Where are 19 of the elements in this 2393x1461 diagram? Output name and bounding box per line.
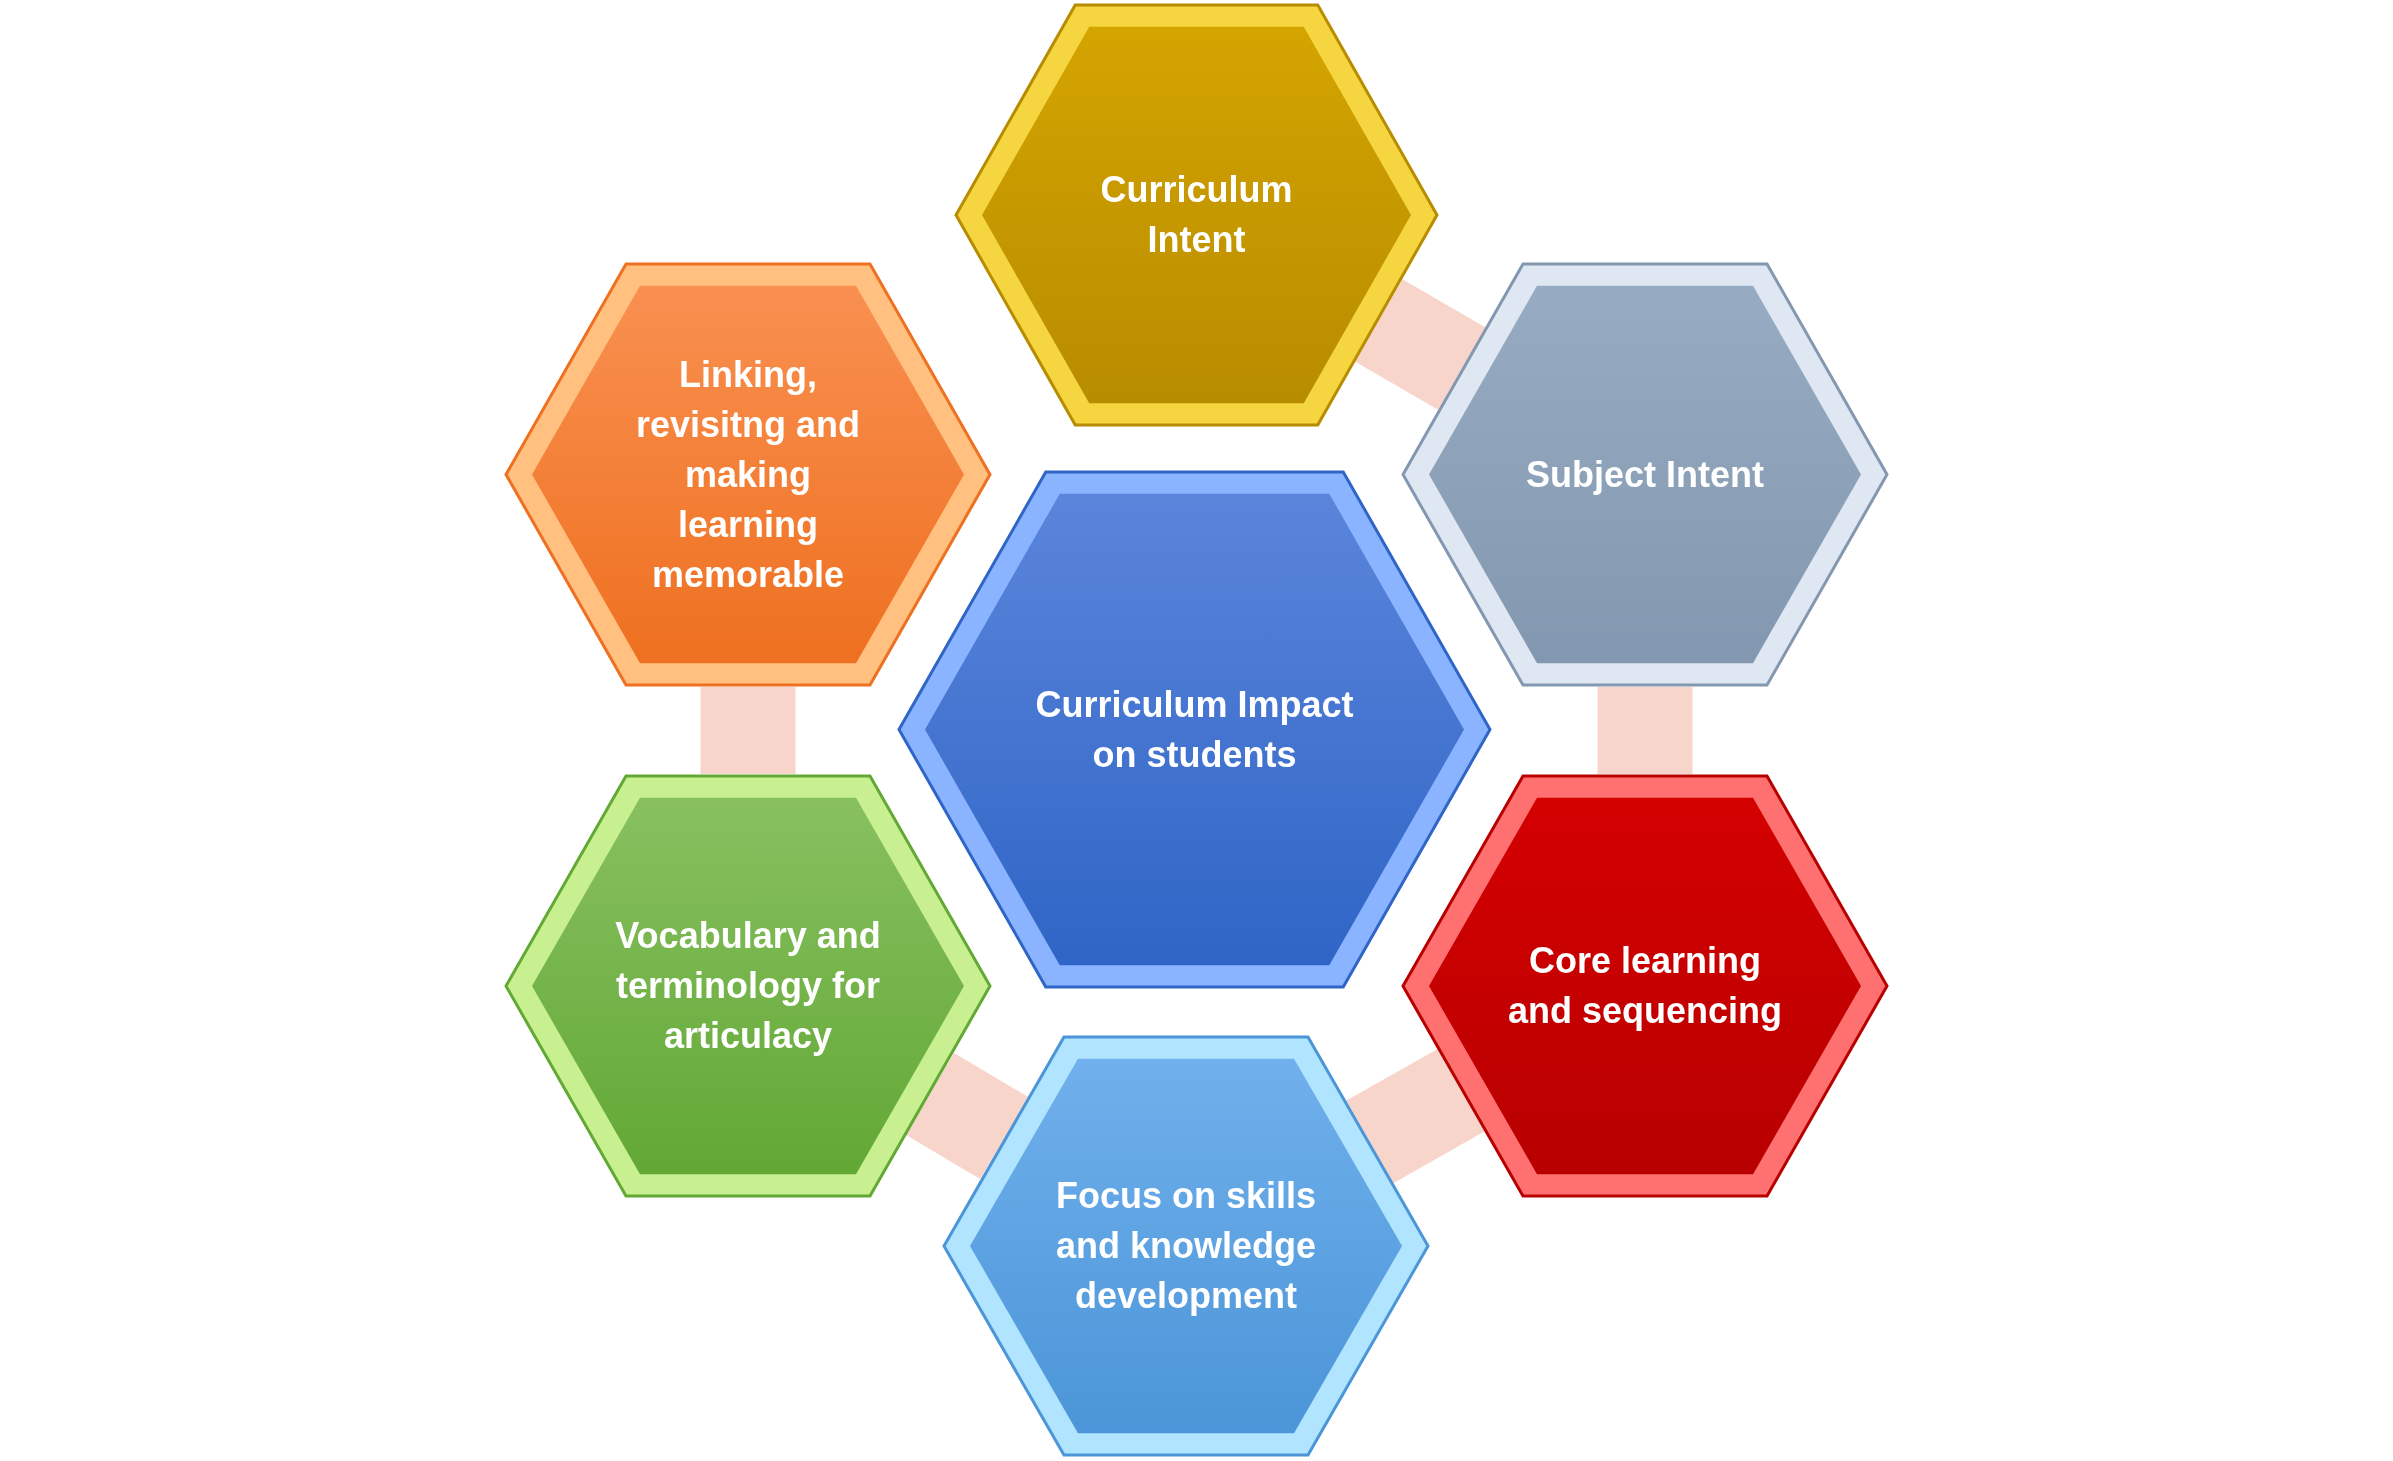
- connector-band: [1346, 1048, 1485, 1184]
- hexagon-node: [897, 470, 1492, 989]
- node-label: Focus on skills and knowledge development: [1054, 1174, 1318, 1318]
- connector-band: [1597, 687, 1693, 774]
- node-label: Curriculum Intent: [1099, 168, 1294, 262]
- hexagon-node: [504, 774, 992, 1198]
- hexagon-node: [1401, 774, 1889, 1198]
- connector-band: [905, 1053, 1029, 1180]
- hexagon-node: [504, 262, 992, 687]
- node-label: Subject Intent: [1525, 452, 1765, 497]
- node-label: Curriculum Impact on students: [1034, 682, 1355, 777]
- hexagon-node: [942, 1035, 1430, 1457]
- hexagon-node: [1401, 262, 1889, 687]
- connector-band: [700, 687, 796, 774]
- node-label: Core learning and sequencing: [1506, 939, 1783, 1033]
- node-label: Vocabulary and terminology for articulacy: [614, 914, 882, 1058]
- node-label: Linking, revisitng and making learning memorable: [634, 352, 862, 597]
- hexagon-node: [954, 3, 1439, 427]
- connector-band: [1354, 279, 1486, 410]
